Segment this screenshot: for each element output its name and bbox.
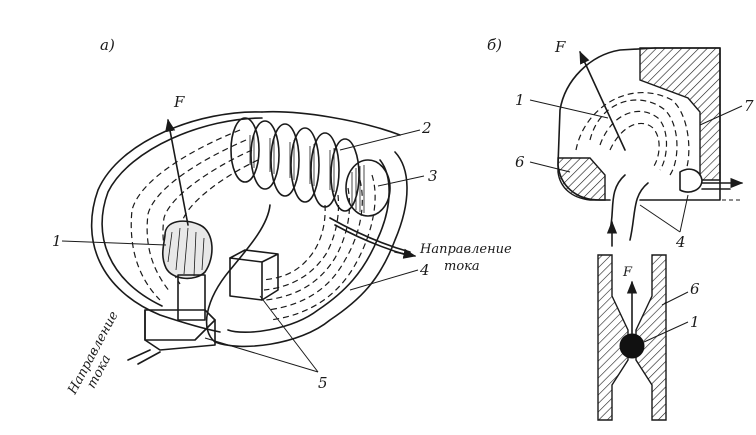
outer-conductor-loop bbox=[90, 111, 263, 333]
force-label-tube: F bbox=[622, 265, 633, 280]
panel-b-top-diagram: б) F 1 6 7 4 bbox=[487, 36, 754, 251]
leader-6c bbox=[661, 291, 689, 306]
leader-2 bbox=[339, 129, 421, 151]
callout-3: 3 bbox=[428, 167, 438, 185]
magnetic-core-inner bbox=[227, 159, 390, 333]
core-end-face bbox=[345, 159, 391, 217]
tube-wall-right bbox=[635, 254, 667, 421]
force-arrow-a bbox=[165, 118, 189, 226]
force-label-b: F bbox=[554, 38, 566, 56]
callout-1b: 1 bbox=[515, 91, 525, 109]
leader-3 bbox=[377, 175, 425, 187]
electrode-left bbox=[144, 274, 216, 351]
callout-6b: 6 bbox=[515, 153, 525, 171]
leader-1a bbox=[61, 240, 167, 246]
block-6-top bbox=[557, 157, 606, 201]
inductor-coil bbox=[230, 117, 360, 212]
inlet-channel bbox=[609, 174, 649, 241]
panel-a-label: а) bbox=[100, 36, 115, 54]
callout-4b: 4 bbox=[675, 233, 686, 251]
panel-b-label: б) bbox=[487, 36, 502, 54]
droplet bbox=[679, 168, 703, 193]
current-lead-right bbox=[329, 217, 411, 253]
leader-5a bbox=[204, 337, 319, 373]
panel-a-diagram: а) bbox=[52, 36, 512, 398]
callout-2: 2 bbox=[421, 119, 432, 137]
electrode-right bbox=[229, 249, 279, 301]
current-label-bottom: Направление тока bbox=[65, 309, 122, 398]
leader-4a bbox=[349, 269, 419, 291]
sample-ball bbox=[619, 333, 645, 359]
top-conductor bbox=[261, 110, 401, 136]
leader-4b-a bbox=[639, 204, 681, 233]
melt-sample bbox=[161, 220, 213, 280]
core-end-hatch bbox=[351, 165, 365, 213]
leader-1b bbox=[529, 99, 609, 119]
callout-7: 7 bbox=[744, 97, 754, 115]
current-lead-bottom bbox=[127, 349, 161, 365]
leader-4b-b bbox=[679, 194, 689, 233]
leader-6b bbox=[529, 161, 571, 173]
callout-6c: 6 bbox=[690, 280, 700, 298]
current-arrow-right bbox=[394, 248, 417, 259]
leader-5b bbox=[259, 295, 319, 373]
force-arrow-b bbox=[579, 50, 626, 151]
block-7 bbox=[639, 47, 721, 181]
current-label-right-1: Направление bbox=[419, 242, 512, 257]
tube-wall-left bbox=[597, 254, 629, 421]
leader-7 bbox=[699, 105, 743, 126]
callout-1a: 1 bbox=[52, 232, 62, 250]
force-label-a: F bbox=[173, 93, 185, 111]
panel-b-tube: F 6 1 bbox=[597, 254, 700, 421]
current-label-right-2: тока bbox=[444, 259, 480, 274]
callout-5: 5 bbox=[318, 374, 328, 392]
leader-1c bbox=[643, 321, 689, 343]
callout-1c: 1 bbox=[690, 313, 700, 331]
outer-conductor-loop-inner bbox=[101, 117, 263, 307]
callout-4a: 4 bbox=[419, 261, 430, 279]
